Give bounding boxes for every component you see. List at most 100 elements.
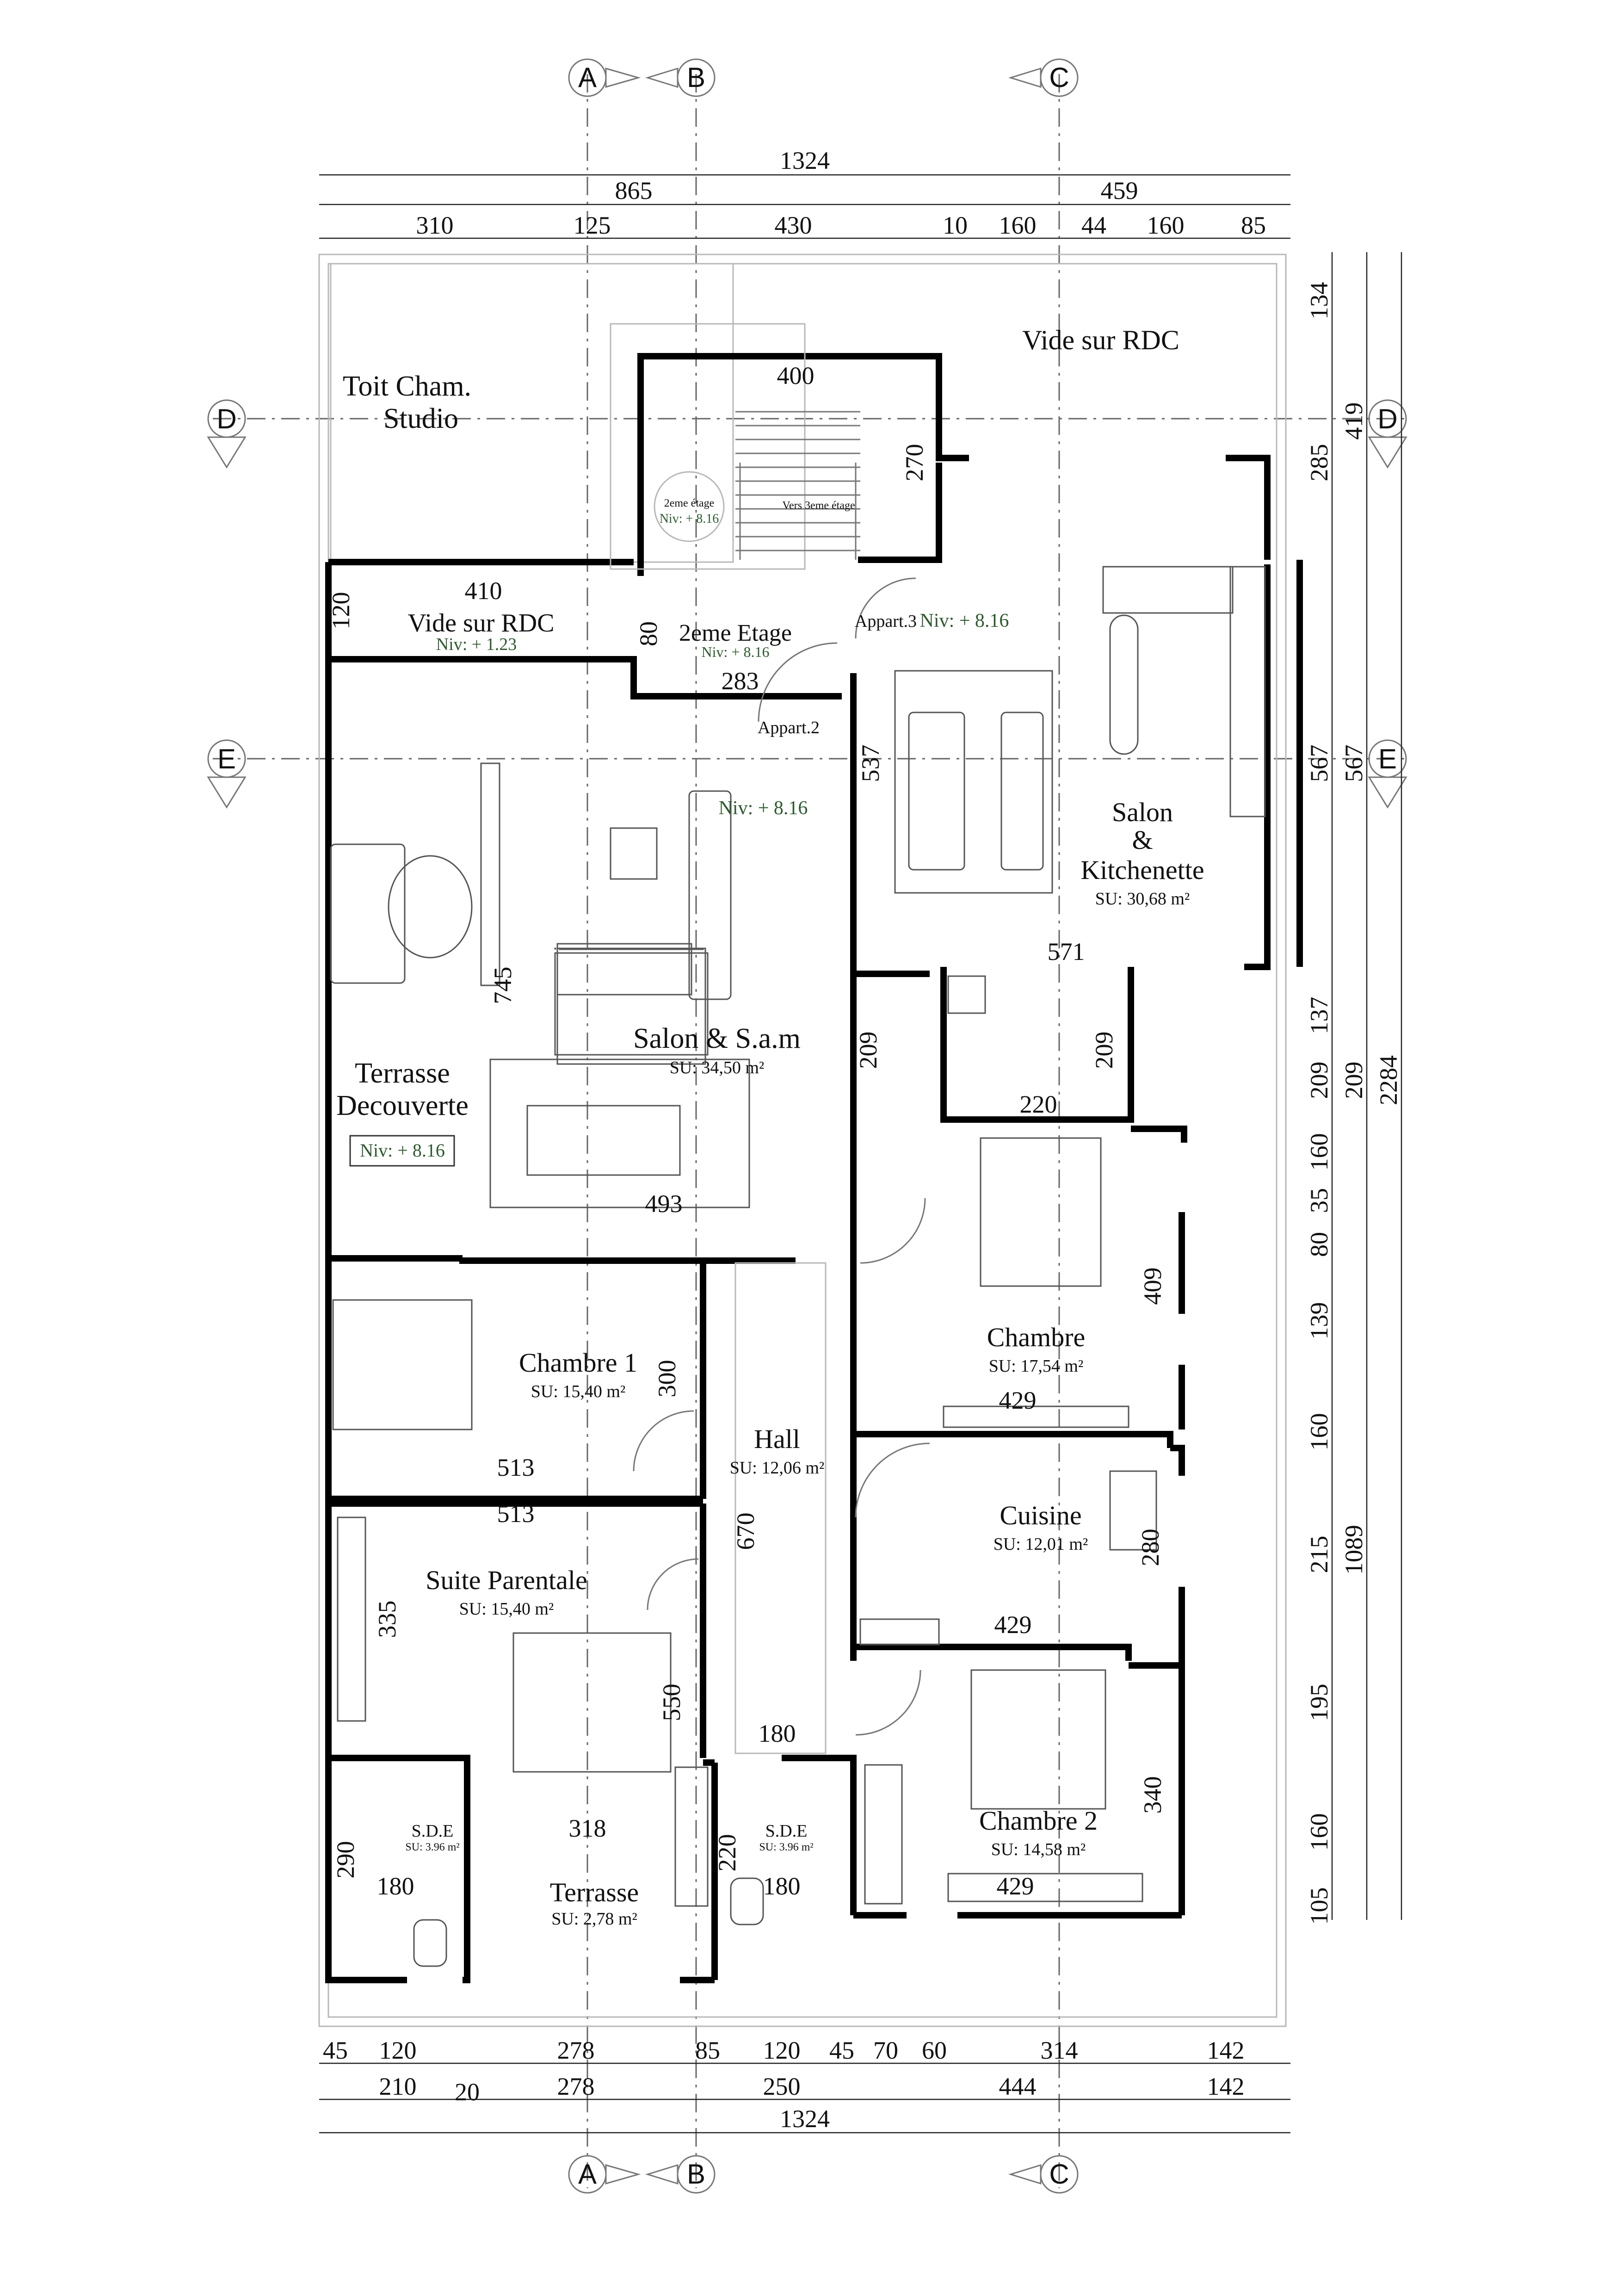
dim-top-total: 1324 — [780, 147, 830, 174]
dim-right-mid: 567 — [1340, 745, 1368, 782]
salon-kitchenette-su: SU: 30,68 m² — [1095, 889, 1190, 909]
inner-dim: 429 — [997, 1872, 1034, 1900]
axis-bubble-a-top: A — [568, 58, 641, 97]
inner-dim: 209 — [854, 1032, 882, 1069]
inner-dim: 513 — [497, 1500, 535, 1528]
dim-top-part: 125 — [574, 211, 611, 239]
dim-right-mid: 209 — [1340, 1062, 1368, 1099]
dim-top-part: 310 — [416, 211, 454, 239]
door-swing — [855, 1442, 930, 1518]
dim-bottom-part: 142 — [1207, 2073, 1245, 2100]
salon-kitchenette-label: Salon — [1112, 797, 1173, 827]
inner-dim: 550 — [658, 1684, 685, 1721]
salon-kitchenette-label: & — [1132, 825, 1153, 855]
dim-top-part: 160 — [1147, 211, 1185, 239]
axis-bubble-d-right: D — [1368, 399, 1407, 469]
hall-label: Hall — [754, 1424, 800, 1454]
bed — [332, 1299, 473, 1430]
dim-top-left: 865 — [615, 177, 653, 204]
dim-top-right: 459 — [1101, 177, 1138, 204]
inner-dim: 180 — [377, 1872, 414, 1900]
dim-bottom-part: 210 — [379, 2073, 417, 2100]
inner-dim: 335 — [373, 1601, 401, 1638]
toilet — [730, 1877, 764, 1925]
dim-right-part: 160 — [1305, 1133, 1333, 1171]
suite-su: SU: 15,40 m² — [459, 1599, 554, 1619]
dim-right-part: 160 — [1305, 1813, 1333, 1851]
dim-bottom-part: 314 — [1041, 2036, 1078, 2064]
inner-dim: 400 — [777, 362, 815, 390]
dim-bottom-part: 85 — [695, 2036, 720, 2064]
cuisine-su: SU: 12,01 m² — [994, 1535, 1088, 1554]
cuisine-label: Cuisine — [1000, 1500, 1081, 1530]
room-labels: Toit Cham. Studio Vide sur RDC Vide sur … — [336, 325, 1204, 1929]
sde1-label: S.D.E — [412, 1821, 454, 1841]
wardrobe — [337, 1516, 366, 1722]
dim-bottom-total: 1324 — [780, 2105, 830, 2133]
dim-bottom-part: 45 — [323, 2036, 348, 2064]
desk — [947, 1873, 1143, 1902]
dim-right-part: 137 — [1305, 997, 1333, 1034]
dim-bottom-part: 250 — [763, 2073, 801, 2100]
washbasin — [947, 975, 986, 1014]
inner-dim: 537 — [857, 745, 884, 782]
inner-dim: 410 — [465, 577, 502, 605]
dim-right-part: 35 — [1305, 1188, 1333, 1213]
door-swing — [855, 1670, 921, 1736]
sde2-su: SU: 3.96 m² — [759, 1841, 813, 1853]
axis-label-b: B — [687, 62, 705, 93]
axis-bubble-b-bottom: B — [645, 2155, 716, 2194]
toit-label-2: Studio — [383, 403, 458, 434]
sink — [1109, 1470, 1157, 1551]
hall-su: SU: 12,06 m² — [730, 1458, 825, 1478]
toit-label-1: Toit Cham. — [343, 371, 471, 402]
dim-right-part: 195 — [1305, 1684, 1333, 1721]
dims-bottom: 45 120 278 85 120 45 70 60 314 142 210 2… — [319, 2036, 1290, 2134]
stair-niv-title: 2eme étage — [664, 497, 715, 509]
axis-bubble-c-bottom: C — [1008, 2155, 1079, 2194]
chambre1-label: Chambre 1 — [519, 1348, 637, 1378]
inner-dim: 571 — [1048, 938, 1085, 965]
dim-bottom-part: 70 — [873, 2036, 898, 2064]
sofa — [908, 712, 965, 871]
etage2-niv: Niv: + 8.16 — [702, 644, 770, 660]
suite-label: Suite Parentale — [426, 1565, 587, 1595]
shower — [864, 1764, 903, 1905]
dim-right-part: 105 — [1305, 1888, 1333, 1925]
dim-bottom-part: 142 — [1207, 2036, 1245, 2064]
axis-bubble-e-left: E — [207, 739, 247, 809]
dim-bottom-part: 120 — [379, 2036, 417, 2064]
dining-zone — [489, 1058, 750, 1208]
axis-label-e: E — [217, 743, 236, 774]
kitchen-counter-side — [1229, 566, 1266, 817]
dining-table — [526, 1105, 681, 1176]
counter — [859, 1618, 940, 1646]
dims-right: 134 285 567 137 209 160 35 80 139 160 21… — [1305, 252, 1402, 1925]
inner-dim: 120 — [327, 592, 355, 630]
inner-dim: 340 — [1139, 1776, 1166, 1814]
dim-right-part: 139 — [1305, 1302, 1333, 1340]
stair — [610, 323, 860, 570]
dim-bottom-part: 278 — [557, 2073, 595, 2100]
doors — [633, 577, 930, 1736]
inner-dim: 300 — [653, 1360, 681, 1398]
dim-right-part: 215 — [1305, 1536, 1333, 1573]
dim-right-part: 209 — [1305, 1062, 1333, 1099]
dim-right-mid: 419 — [1340, 402, 1368, 440]
inner-dim: 220 — [1020, 1090, 1057, 1118]
door-swing — [860, 1198, 926, 1264]
dim-top-part: 430 — [775, 211, 812, 239]
salon-kitchenette-label: Kitchenette — [1080, 855, 1204, 885]
niv-badge — [349, 1135, 455, 1167]
dim-right-part: 160 — [1305, 1413, 1333, 1451]
dims-top: 1324 865 459 310 125 430 10 160 44 160 8… — [319, 147, 1290, 239]
toilet — [413, 1919, 447, 1967]
coffee-table — [610, 827, 658, 880]
dim-right-part: 567 — [1305, 745, 1333, 782]
terrasse-decouverte-niv: Niv: + 8.16 — [360, 1140, 445, 1161]
door-swing — [633, 1410, 694, 1472]
dim-right-part: 285 — [1305, 444, 1333, 482]
shelf — [674, 1766, 709, 1907]
inner-dim: 513 — [497, 1454, 535, 1481]
inner-dim: 493 — [645, 1190, 683, 1218]
